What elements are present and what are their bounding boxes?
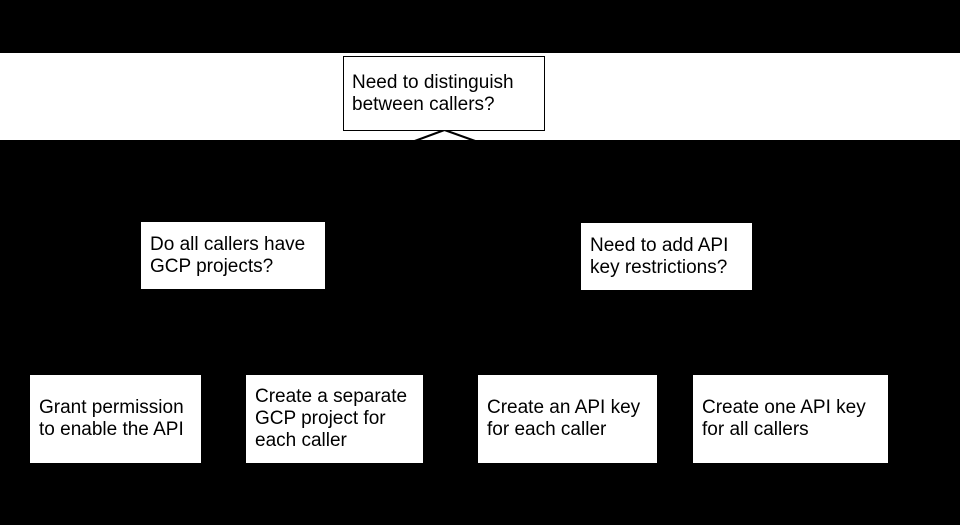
node-need-to-distinguish-between-callers: Need to distinguish between callers?	[343, 56, 545, 131]
node-label: Create an API key for each caller	[487, 397, 641, 440]
node-label: Need to add API key restrictions?	[590, 234, 729, 278]
node-label: Grant permission to enable the API	[39, 397, 184, 440]
node-label: Do all callers have GCP projects?	[150, 233, 306, 277]
node-create-one-api-key-for-all-callers: Create one API key for all callers	[693, 375, 888, 463]
node-label: Need to distinguish between callers?	[352, 71, 514, 115]
node-need-to-add-api-key-restrictions: Need to add API key restrictions?	[581, 223, 752, 290]
node-do-all-callers-have-gcp-projects: Do all callers have GCP projects?	[141, 222, 325, 289]
node-label: Create a separate GCP project for each c…	[255, 386, 408, 451]
node-grant-permission-to-enable-the-api: Grant permission to enable the API	[30, 375, 201, 463]
node-label: Create one API key for all callers	[702, 397, 866, 440]
node-create-api-key-for-each-caller: Create an API key for each caller	[478, 375, 657, 463]
node-create-separate-gcp-project-for-each-caller: Create a separate GCP project for each c…	[246, 375, 423, 463]
